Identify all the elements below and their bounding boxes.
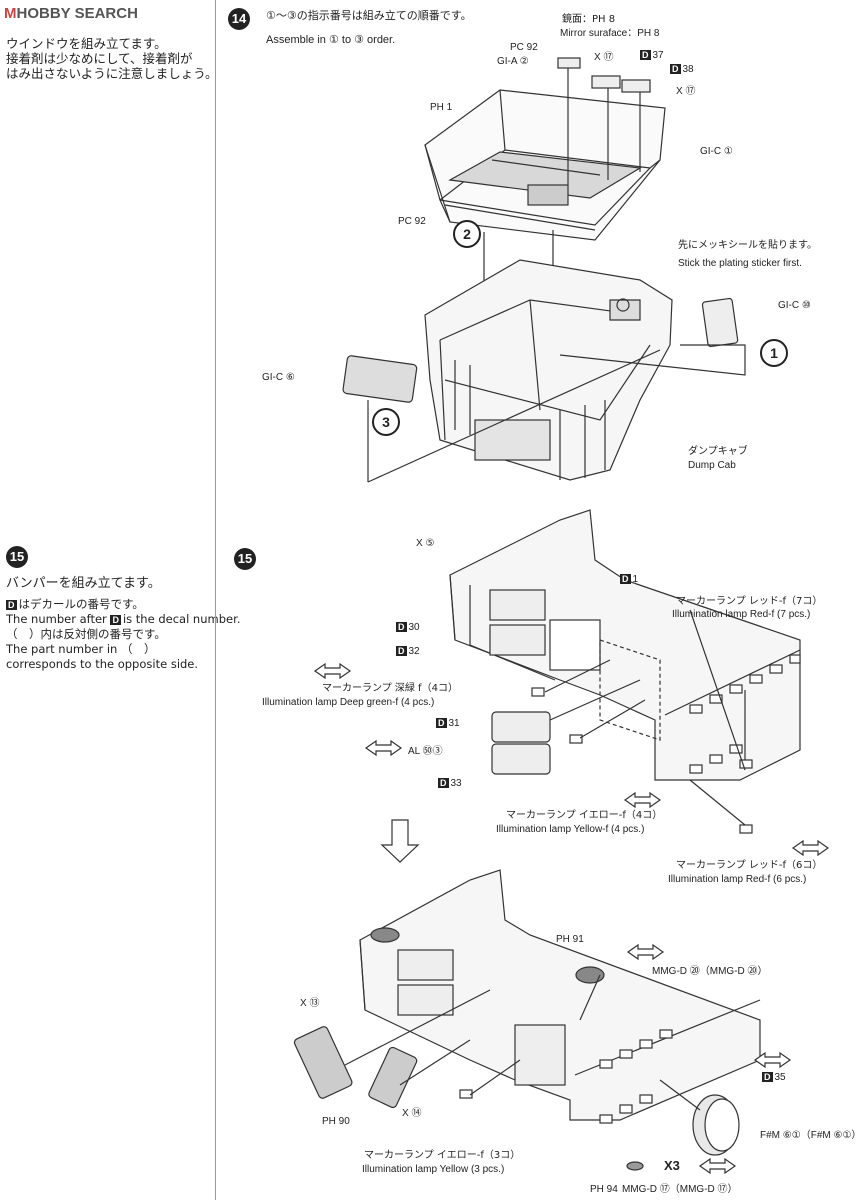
- column-divider: [215, 0, 216, 1200]
- side14-line3: はみ出さないように注意しましょう。: [6, 66, 218, 81]
- dump-cab-label-jp: ダンプキャブ: [688, 446, 748, 457]
- side-window-right: [701, 297, 739, 348]
- yellow3-label-jp: マーカーランプ イエロー-f（3コ）: [364, 1150, 521, 1161]
- step14-instruction-en: Assemble in ① to ③ order.: [266, 34, 396, 46]
- direction-arrow-1: [313, 662, 352, 680]
- yellow4-label-en: Illumination lamp Yellow-f (4 pcs.): [496, 824, 645, 835]
- red7-label-en: Illumination lamp Red-f (7 pcs.): [672, 609, 811, 620]
- side15-line4: The part number in （ ）: [6, 642, 156, 656]
- bumper-upper: [449, 509, 801, 781]
- direction-arrow-2: [364, 739, 403, 757]
- plating-note-jp: 先にメッキシールを貼ります。: [678, 240, 817, 251]
- yellow4-label-jp: マーカーランプ イエロー-f（4コ）: [506, 810, 663, 821]
- label-x17-b: X ⑰: [676, 86, 696, 97]
- side-step14-text: ウインドウを組み立てます。 接着剤は少なめにして、接着剤が はみ出さないように注…: [6, 36, 218, 81]
- down-arrow: [380, 819, 420, 863]
- mirror-label-jp: 鏡面：PH 8: [562, 14, 616, 25]
- direction-arrow-7: [698, 1157, 737, 1175]
- label-x5: X ⑤: [416, 538, 435, 549]
- label-al53: AL ㊿③: [408, 746, 443, 757]
- step-pad-x13: [293, 1026, 353, 1099]
- order-marker-3: 3: [372, 408, 400, 436]
- side15-title: バンパーを組み立てます。: [6, 576, 161, 591]
- direction-arrow-4: [791, 839, 830, 857]
- label-pc92-a: PC 92: [510, 42, 538, 53]
- label-gic6: GI-C ⑥: [262, 372, 295, 383]
- step14-number: 14: [228, 8, 250, 30]
- side15-line2: The number after: [6, 612, 107, 626]
- order-marker-1: 1: [760, 339, 788, 367]
- direction-arrow-6: [753, 1051, 792, 1069]
- green-label-en: Illumination lamp Deep green-f (4 pcs.): [262, 697, 435, 708]
- dump-cab: [424, 259, 673, 481]
- label-mmg17: MMG-D ⑰（MMG-D ⑰）: [622, 1184, 738, 1195]
- red7-label-jp: マーカーランプ レッド-f（7コ）: [676, 596, 823, 607]
- red6-label-jp: マーカーランプ レッド-f（6コ）: [676, 860, 823, 871]
- lamp-lens-lower: [491, 743, 551, 775]
- green-label-jp: マーカーランプ 深緑 f（4コ）: [322, 683, 458, 694]
- label-x3: X3: [664, 1158, 680, 1173]
- side15-line1: はデカールの番号です。: [18, 597, 144, 611]
- bumper-lower: [359, 869, 761, 1171]
- label-x14: X ⑭: [402, 1108, 422, 1119]
- side14-line2: 接着剤は少なめにして、接着剤が: [6, 51, 193, 66]
- dump-cab-label-en: Dump Cab: [688, 460, 736, 471]
- order-marker-2: 2: [453, 220, 481, 248]
- step14-instruction-jp: ①～③の指示番号は組み立ての順番です。: [266, 9, 472, 22]
- side15-line2b: is the decal number.: [122, 612, 241, 626]
- step-pad-x14: [368, 1046, 418, 1109]
- window-part-x17-a: [591, 75, 621, 89]
- side15-step-number: 15: [6, 546, 28, 568]
- label-gic1: GI-C ①: [700, 146, 733, 157]
- direction-arrow-5: [626, 943, 665, 961]
- label-pc92-b: PC 92: [398, 216, 426, 227]
- mirror-part: [557, 57, 581, 69]
- plating-note-en: Stick the plating sticker first.: [678, 258, 802, 269]
- window-tray: [424, 89, 666, 241]
- red6-label-en: Illumination lamp Red-f (6 pcs.): [668, 874, 807, 885]
- label-gic10: GI-C ⑩: [778, 300, 811, 311]
- label-x13: X ⑬: [300, 998, 320, 1009]
- label-ph91: PH 91: [556, 934, 584, 945]
- label-ph94: PH 94: [590, 1184, 618, 1195]
- side-window-left: [342, 355, 418, 403]
- label-mmg20: MMG-D ⑳（MMG-D ⑳）: [652, 966, 768, 977]
- direction-arrow-3: [623, 791, 662, 809]
- side15-line3: （ ）内は反対側の番号です。: [6, 627, 166, 641]
- window-part-x17-b: [621, 79, 651, 93]
- label-ph1: PH 1: [430, 102, 453, 113]
- mirror-label-en: Mirror suraface：PH 8: [560, 28, 660, 39]
- label-gia2: GI-A ②: [497, 56, 529, 67]
- side14-line1: ウインドウを組み立てます。: [6, 36, 167, 51]
- lamp-lens-upper: [491, 711, 551, 743]
- label-x17-a: X ⑰: [594, 52, 614, 63]
- step15-number: 15: [234, 548, 256, 570]
- side15-line5: corresponds to the opposite side.: [6, 657, 199, 671]
- label-fm61: F#M ⑥①（F#M ⑥①）: [760, 1130, 862, 1141]
- yellow3-label-en: Illumination lamp Yellow (3 pcs.): [362, 1164, 505, 1175]
- label-ph90: PH 90: [322, 1116, 350, 1127]
- watermark-logo: MHOBBY SEARCH: [4, 5, 138, 22]
